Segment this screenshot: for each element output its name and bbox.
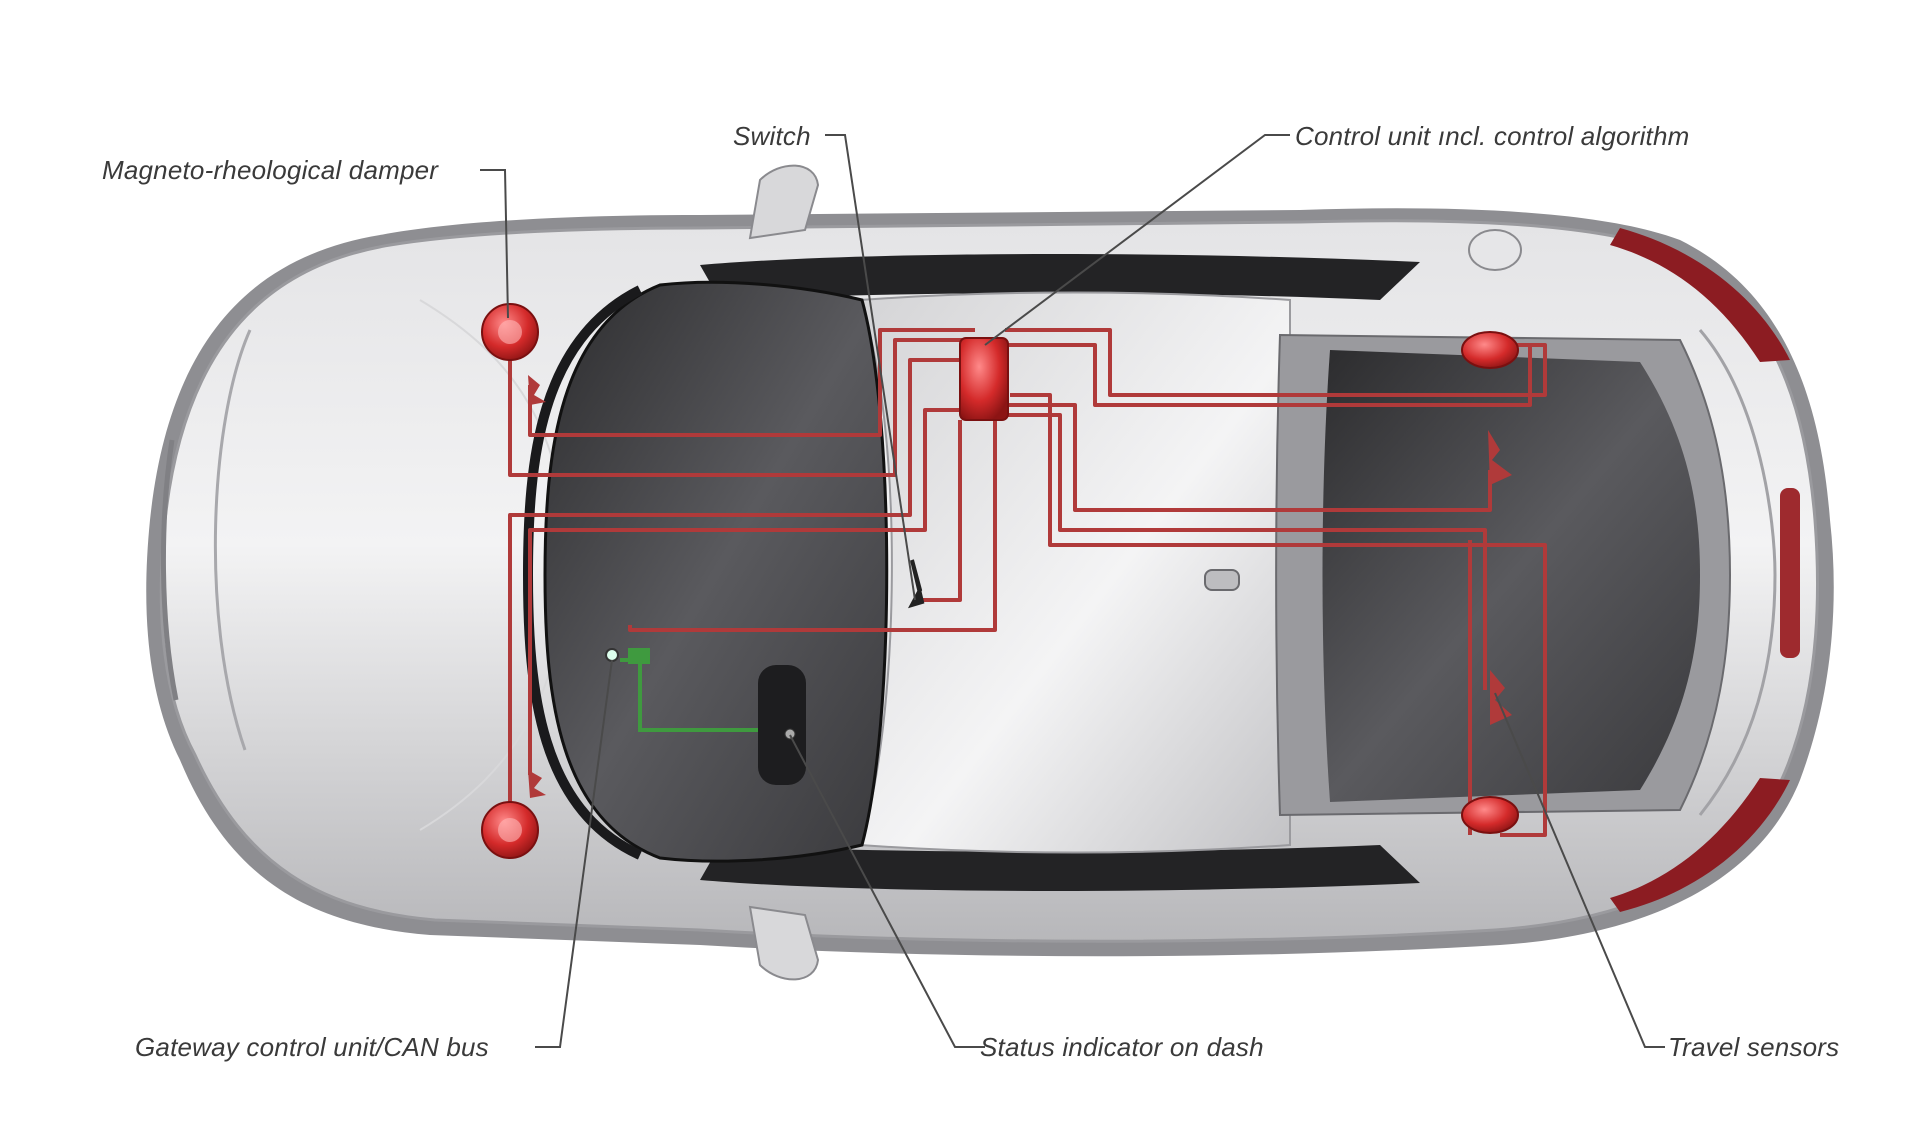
leader-gateway bbox=[535, 659, 613, 1048]
fuel-cap bbox=[1468, 229, 1522, 271]
wire-rear-low bbox=[1005, 413, 1487, 690]
wire-status bbox=[628, 420, 997, 632]
leader-damper bbox=[480, 169, 509, 319]
travel-sensor-front-left bbox=[528, 375, 546, 405]
wire-switch bbox=[920, 420, 962, 602]
wiring-harness bbox=[508, 328, 1547, 837]
hood-crease bbox=[213, 329, 252, 751]
label-control-unit: Control unit ıncl. control algorithm bbox=[1295, 121, 1689, 151]
travel-sensor-rear-left bbox=[1488, 430, 1512, 485]
wire-front-left-sensor bbox=[528, 328, 975, 437]
damper-rear-right bbox=[1461, 796, 1519, 834]
side-window-bottom bbox=[700, 845, 1420, 891]
rear-light-top bbox=[1610, 228, 1790, 362]
label-travel-sensors: Travel sensors bbox=[1668, 1032, 1839, 1062]
leader-travel-sensors bbox=[1494, 692, 1665, 1048]
damper-front-right bbox=[481, 801, 539, 859]
leader-switch bbox=[825, 134, 916, 601]
rear-light-bottom bbox=[1610, 778, 1790, 912]
wire-rear-upper-sensor bbox=[1005, 343, 1532, 407]
front-bumper-edge bbox=[160, 439, 179, 701]
wire-front-right bbox=[508, 358, 975, 835]
side-window-top bbox=[700, 254, 1420, 300]
rear-deck bbox=[1698, 329, 1777, 816]
wire-front-left bbox=[508, 330, 975, 477]
damper-front-left bbox=[481, 303, 539, 361]
wire-rear-bottom bbox=[1010, 393, 1547, 837]
label-damper: Magneto-rheological damper bbox=[102, 155, 439, 185]
wire-front-right-sensor bbox=[528, 408, 975, 775]
label-switch: Switch bbox=[733, 121, 811, 151]
rear-window bbox=[1322, 350, 1700, 802]
roof bbox=[858, 291, 1291, 854]
leader-status bbox=[789, 734, 985, 1048]
damper-rear-left bbox=[1461, 331, 1519, 369]
label-status-indicator: Status indicator on dash bbox=[980, 1032, 1264, 1062]
leader-control-unit bbox=[984, 134, 1290, 346]
wire-rear-top bbox=[1005, 328, 1547, 397]
status-indicator bbox=[758, 665, 806, 785]
gateway-control-unit bbox=[605, 648, 650, 664]
rear-brake-light bbox=[1780, 488, 1800, 658]
mirror-bottom bbox=[748, 905, 820, 981]
switch-component bbox=[907, 559, 925, 609]
travel-sensor-front-right bbox=[528, 770, 546, 798]
control-unit bbox=[959, 337, 1009, 421]
leader-lines bbox=[480, 134, 1665, 1048]
label-gateway: Gateway control unit/CAN bus bbox=[135, 1032, 489, 1062]
mirror-top bbox=[748, 164, 820, 240]
travel-sensor-rear-right bbox=[1490, 670, 1512, 725]
roof-antenna bbox=[1204, 569, 1240, 591]
